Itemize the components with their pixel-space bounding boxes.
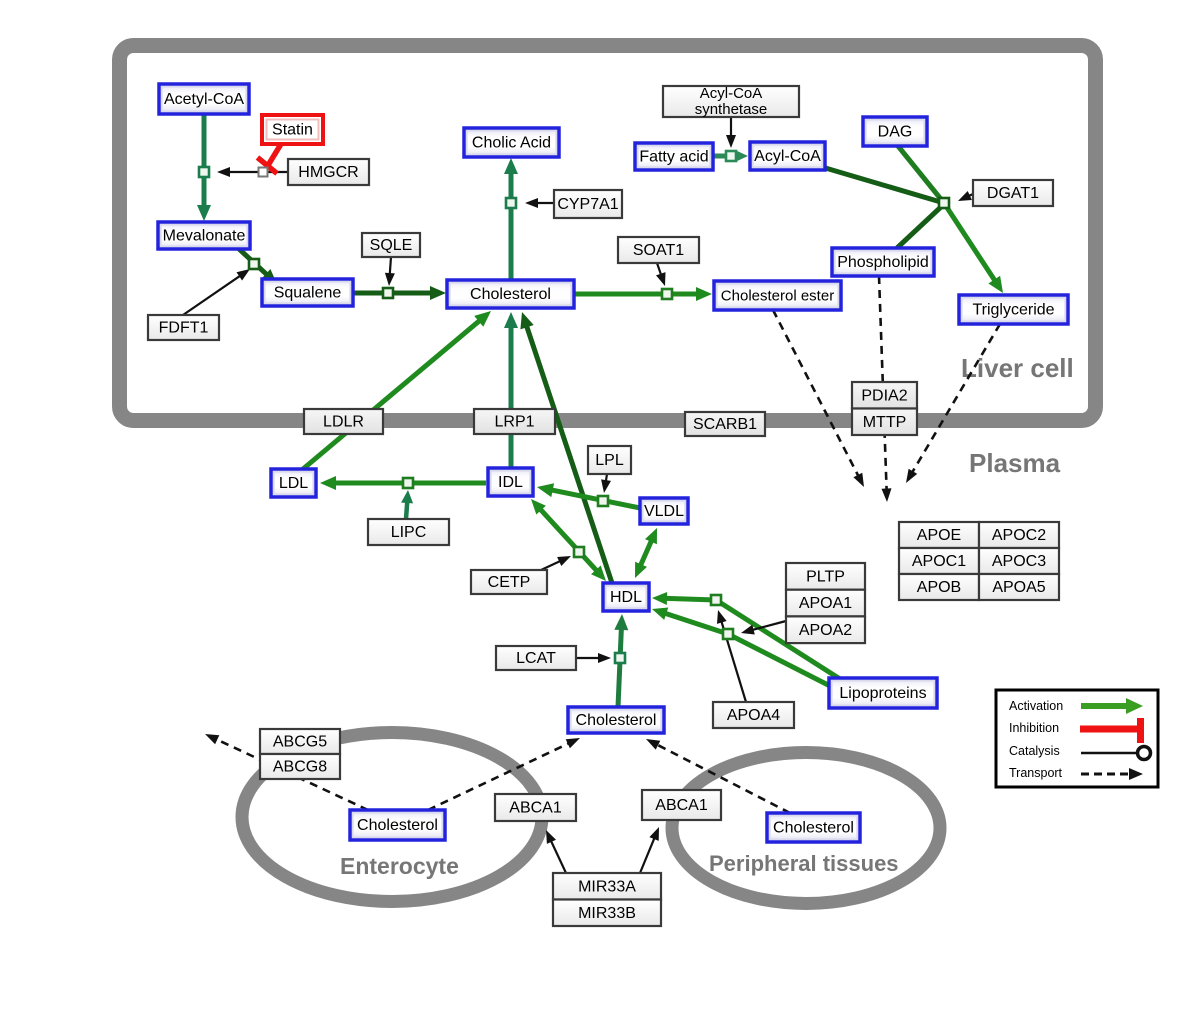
svg-text:ABCG5: ABCG5 [273, 734, 327, 751]
svg-text:ABCA1: ABCA1 [655, 797, 708, 814]
svg-text:Cholic Acid: Cholic Acid [472, 135, 551, 152]
svg-text:DAG: DAG [878, 124, 913, 141]
svg-text:Squalene: Squalene [274, 285, 342, 302]
svg-text:Cholesterol: Cholesterol [357, 817, 438, 834]
svg-text:SCARB1: SCARB1 [693, 416, 757, 433]
svg-text:CYP7A1: CYP7A1 [557, 196, 618, 213]
svg-text:SOAT1: SOAT1 [633, 242, 684, 259]
svg-text:FDFT1: FDFT1 [159, 320, 209, 337]
svg-text:APOA1: APOA1 [799, 595, 852, 612]
svg-text:LDLR: LDLR [323, 414, 364, 431]
svg-text:Activation: Activation [1009, 699, 1063, 713]
svg-text:APOA5: APOA5 [992, 579, 1045, 596]
svg-text:Cholesterol: Cholesterol [576, 712, 657, 729]
svg-text:SQLE: SQLE [370, 237, 413, 254]
svg-text:CETP: CETP [488, 574, 531, 591]
svg-text:LDL: LDL [279, 475, 308, 492]
svg-text:APOA2: APOA2 [799, 622, 852, 639]
svg-text:PDIA2: PDIA2 [861, 387, 907, 404]
svg-text:APOC1: APOC1 [912, 553, 966, 570]
svg-text:HMGCR: HMGCR [298, 164, 358, 181]
svg-text:Catalysis: Catalysis [1009, 744, 1060, 758]
svg-text:Acetyl-CoA: Acetyl-CoA [164, 91, 244, 108]
svg-text:ABCA1: ABCA1 [509, 800, 562, 817]
svg-text:APOE: APOE [917, 527, 961, 544]
svg-text:Triglyceride: Triglyceride [972, 302, 1054, 319]
svg-text:Cholesterol ester: Cholesterol ester [721, 288, 834, 305]
svg-text:LPL: LPL [595, 452, 624, 469]
svg-text:Inhibition: Inhibition [1009, 721, 1059, 735]
svg-text:Enterocyte: Enterocyte [340, 853, 459, 879]
svg-text:APOC2: APOC2 [992, 527, 1046, 544]
svg-text:Cholesterol: Cholesterol [773, 820, 854, 837]
svg-text:LRP1: LRP1 [494, 414, 534, 431]
svg-text:VLDL: VLDL [644, 503, 684, 520]
svg-text:Cholesterol: Cholesterol [470, 286, 551, 303]
svg-text:MTTP: MTTP [863, 414, 907, 431]
svg-text:APOB: APOB [917, 579, 961, 596]
svg-text:Mevalonate: Mevalonate [163, 228, 246, 245]
svg-text:Fatty acid: Fatty acid [639, 149, 708, 166]
svg-text:Lipoproteins: Lipoproteins [839, 685, 926, 702]
svg-text:Plasma: Plasma [969, 448, 1061, 478]
svg-text:Acyl-CoA: Acyl-CoA [754, 148, 821, 165]
svg-text:APOC3: APOC3 [992, 553, 1046, 570]
svg-text:LIPC: LIPC [391, 524, 427, 541]
svg-text:ABCG8: ABCG8 [273, 759, 327, 776]
svg-text:IDL: IDL [498, 474, 523, 491]
svg-text:Acyl-CoA: Acyl-CoA [700, 85, 763, 102]
svg-text:Liver cell: Liver cell [961, 353, 1074, 383]
svg-text:MIR33A: MIR33A [578, 878, 636, 895]
svg-text:PLTP: PLTP [806, 568, 845, 585]
svg-text:HDL: HDL [610, 589, 642, 606]
svg-text:Peripheral tissues: Peripheral tissues [709, 851, 899, 876]
svg-text:APOA4: APOA4 [727, 707, 780, 724]
svg-text:Statin: Statin [272, 122, 313, 139]
svg-text:MIR33B: MIR33B [578, 905, 636, 922]
svg-text:Transport: Transport [1009, 766, 1063, 780]
svg-text:Phospholipid: Phospholipid [837, 254, 929, 271]
svg-text:DGAT1: DGAT1 [987, 185, 1039, 202]
svg-text:LCAT: LCAT [516, 650, 556, 667]
svg-text:synthetase: synthetase [695, 101, 768, 118]
